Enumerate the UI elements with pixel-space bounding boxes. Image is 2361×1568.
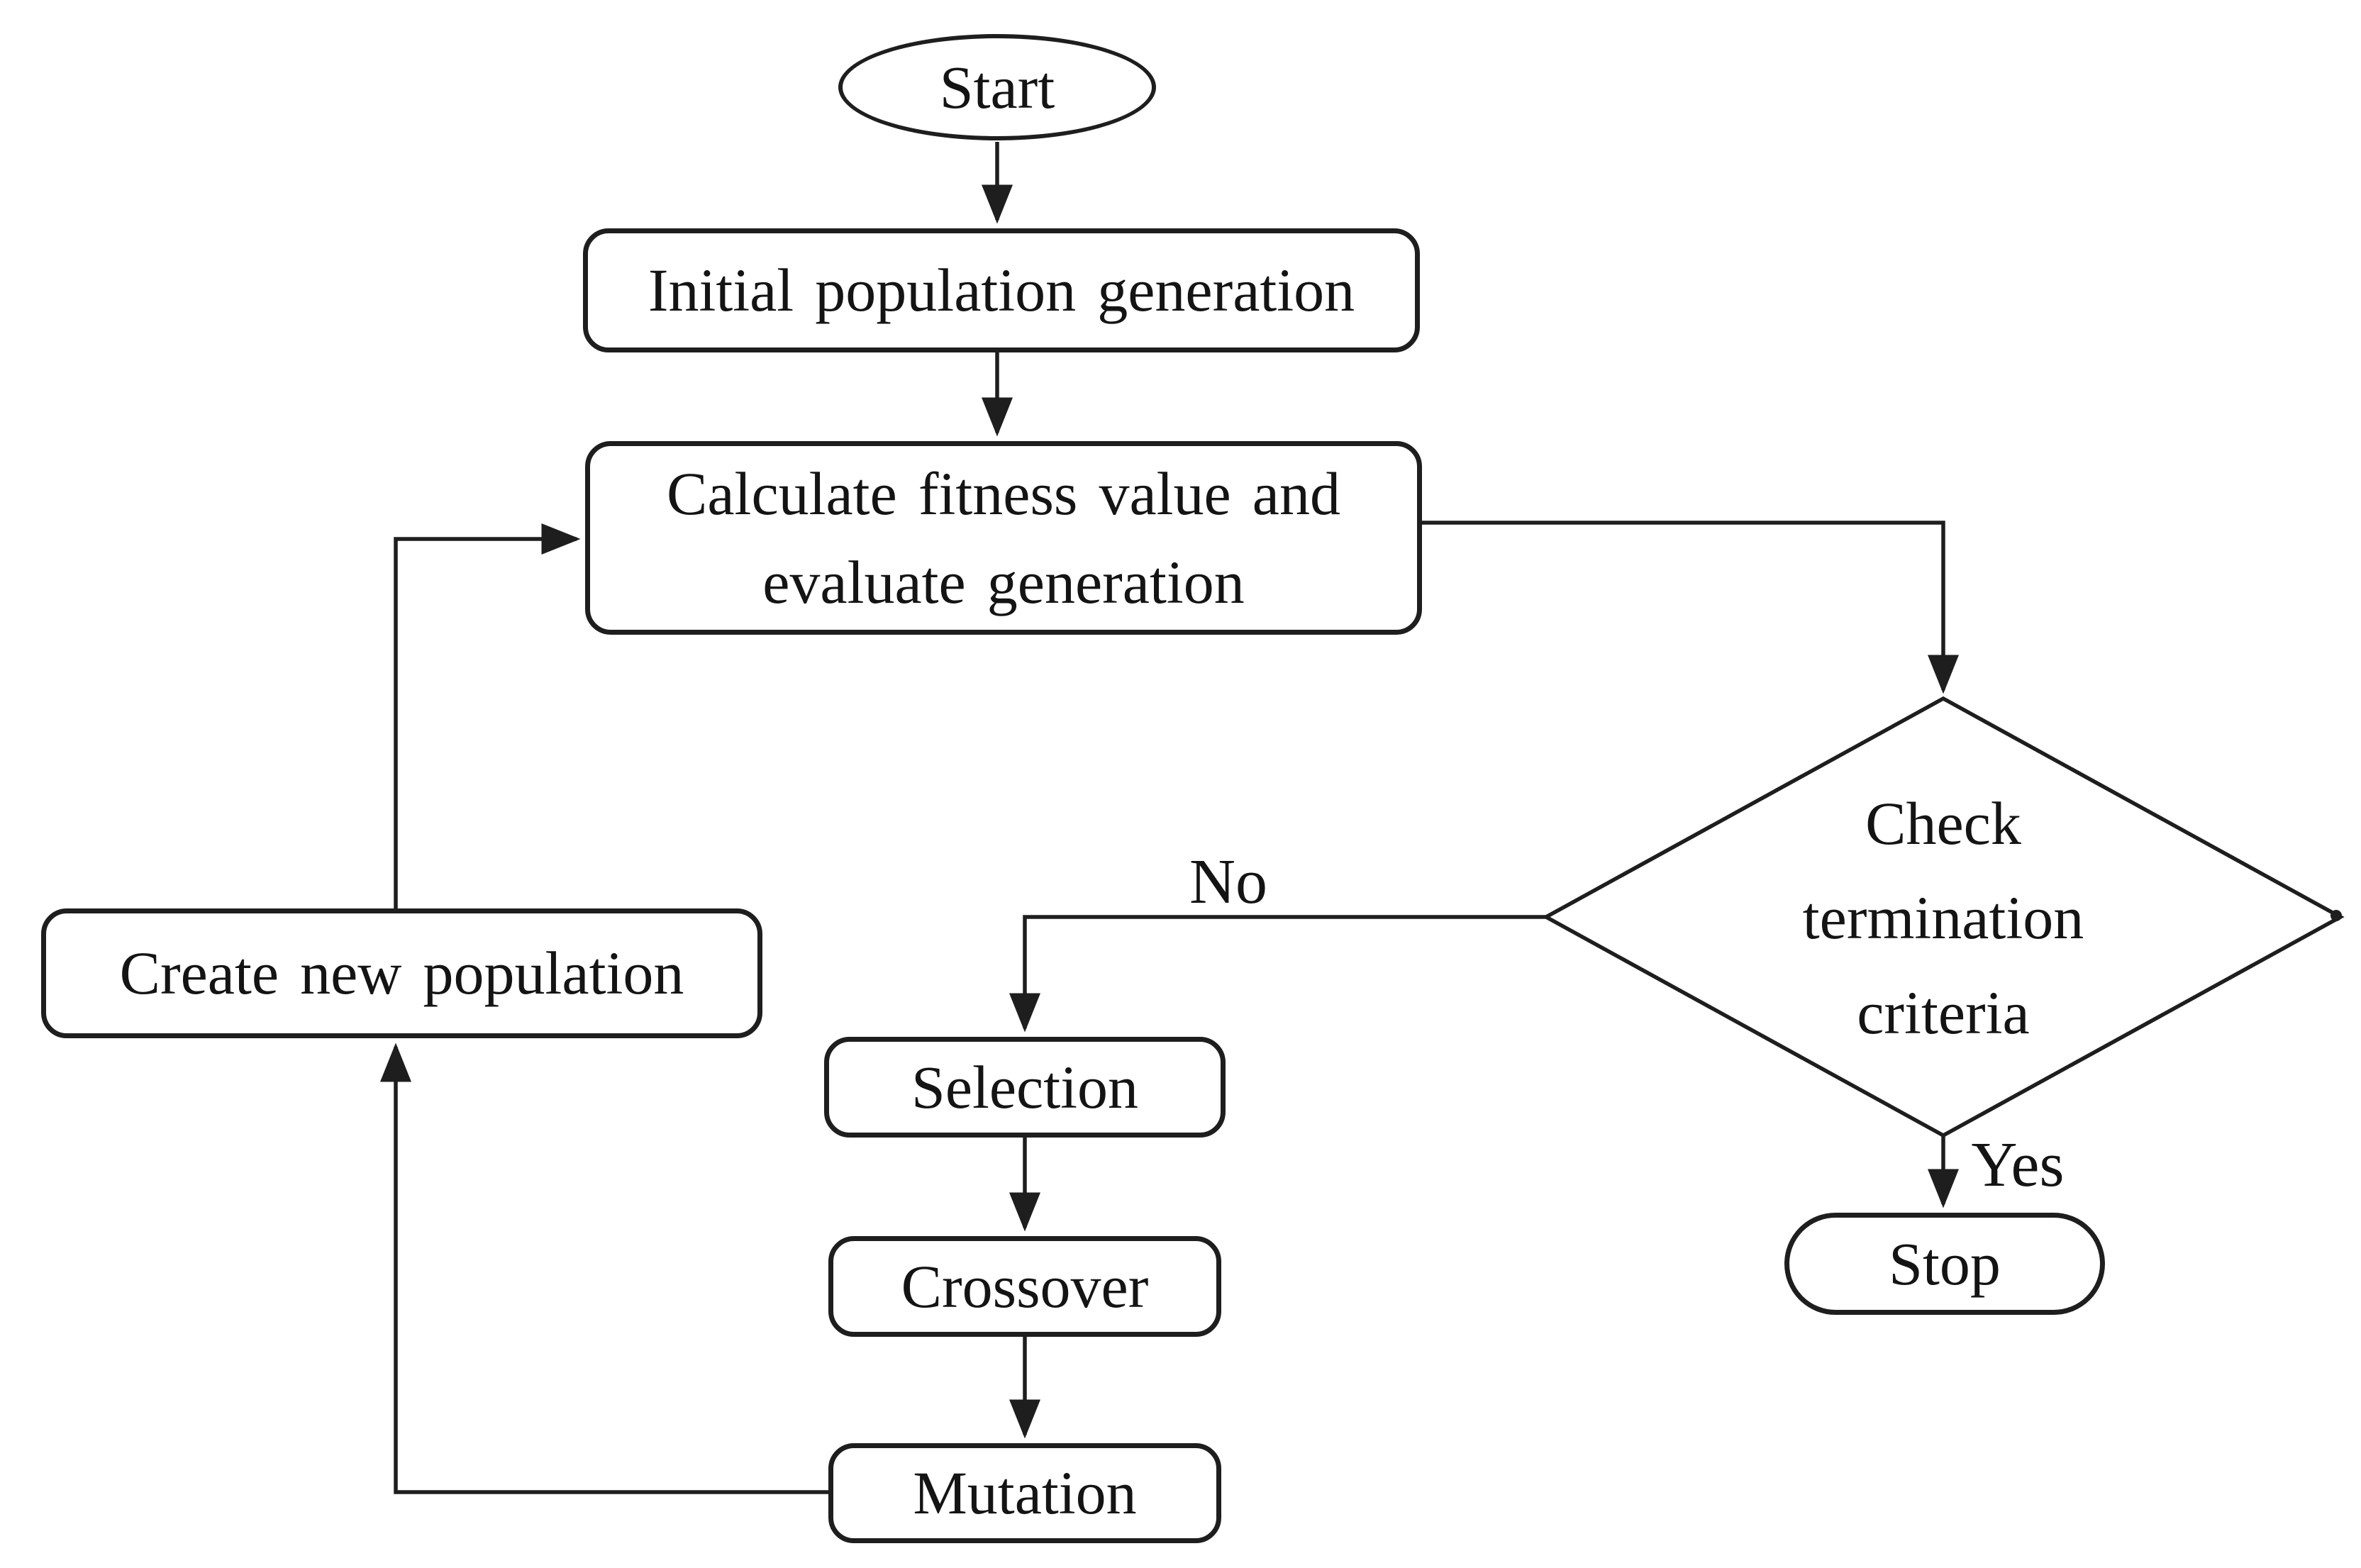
node-initial-population-generation: Initial population generation: [583, 228, 1420, 352]
node-check-termination: Check termination criteria: [1731, 766, 2156, 1071]
node-create-new-population-label: Create new population: [119, 939, 684, 1008]
node-mutation: Mutation: [828, 1443, 1221, 1543]
node-start: Start: [838, 34, 1156, 140]
edge-decision-no-to-selection: [1009, 915, 1546, 1033]
edge-calculate-to-decision: [1421, 521, 1959, 694]
node-calculate-fitness: Calculate fitness value and evaluate gen…: [585, 441, 1422, 635]
node-crossover: Crossover: [828, 1236, 1221, 1337]
node-stop: Stop: [1784, 1213, 2105, 1315]
node-create-new-population: Create new population: [41, 908, 762, 1038]
node-mutation-label: Mutation: [913, 1459, 1137, 1528]
node-selection: Selection: [824, 1037, 1226, 1138]
node-calculate-fitness-label: Calculate fitness value and evaluate gen…: [667, 459, 1340, 616]
edge-label-yes: Yes: [1971, 1129, 2065, 1200]
node-stop-label: Stop: [1889, 1229, 2001, 1298]
node-initial-population-generation-label: Initial population generation: [648, 256, 1355, 325]
node-check-termination-label: Check termination criteria: [1802, 789, 2084, 1047]
diamond-right-connection-dot: [2331, 910, 2342, 921]
edge-create-to-calculate: [394, 523, 581, 908]
node-selection-label: Selection: [911, 1052, 1139, 1121]
node-start-label: Start: [939, 52, 1055, 121]
edge-mutation-to-create: [380, 1042, 828, 1494]
edge-label-no: No: [1189, 846, 1267, 917]
node-crossover-label: Crossover: [901, 1252, 1149, 1320]
